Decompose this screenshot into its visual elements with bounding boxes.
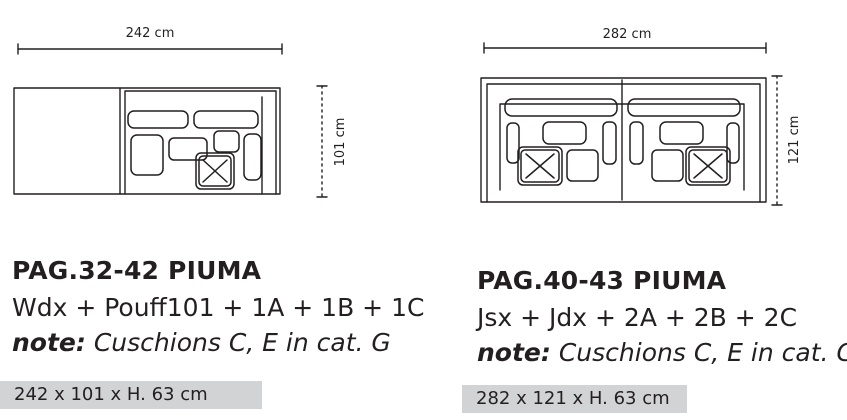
left-sofa-outline (13, 87, 281, 195)
right-depth-label: 121 cm (787, 116, 802, 165)
right-cushions-left-half (504, 98, 618, 186)
left-cushions (127, 110, 262, 190)
right-note-text: Cuschions C, E in cat. G (558, 338, 847, 367)
right-pouf-left (517, 146, 563, 186)
right-note-label: note: (477, 338, 551, 367)
right-size-badge: 282 x 121 x H. 63 cm (462, 385, 687, 413)
right-width-dimension (483, 42, 767, 54)
left-note: note: Cuschions C, E in cat. G (12, 328, 391, 357)
left-pouf (195, 152, 235, 190)
right-cushions-right-half (627, 98, 741, 186)
right-depth-dimension (771, 75, 783, 206)
left-depth-label: 101 cm (333, 118, 348, 167)
right-composition: Jsx + Jdx + 2A + 2B + 2C (477, 303, 798, 332)
right-page-title: PAG.40-43 PIUMA (477, 266, 727, 295)
left-depth-dimension (316, 85, 328, 198)
right-note: note: Cuschions C, E in cat. G (477, 338, 847, 367)
left-size-badge: 242 x 101 x H. 63 cm (0, 381, 262, 409)
left-note-label: note: (12, 328, 86, 357)
right-sofa-outline (480, 77, 767, 203)
left-width-dimension (17, 43, 283, 55)
floor-plans: 242 cm 101 cm 282 cm 121 cm (13, 26, 802, 206)
left-composition: Wdx + Pouff101 + 1A + 1B + 1C (12, 293, 425, 322)
right-width-label: 282 cm (603, 27, 652, 42)
left-page-title: PAG.32-42 PIUMA (12, 256, 262, 285)
right-pouf-right (685, 146, 731, 186)
left-width-label: 242 cm (126, 26, 175, 41)
left-note-text: Cuschions C, E in cat. G (93, 328, 391, 357)
